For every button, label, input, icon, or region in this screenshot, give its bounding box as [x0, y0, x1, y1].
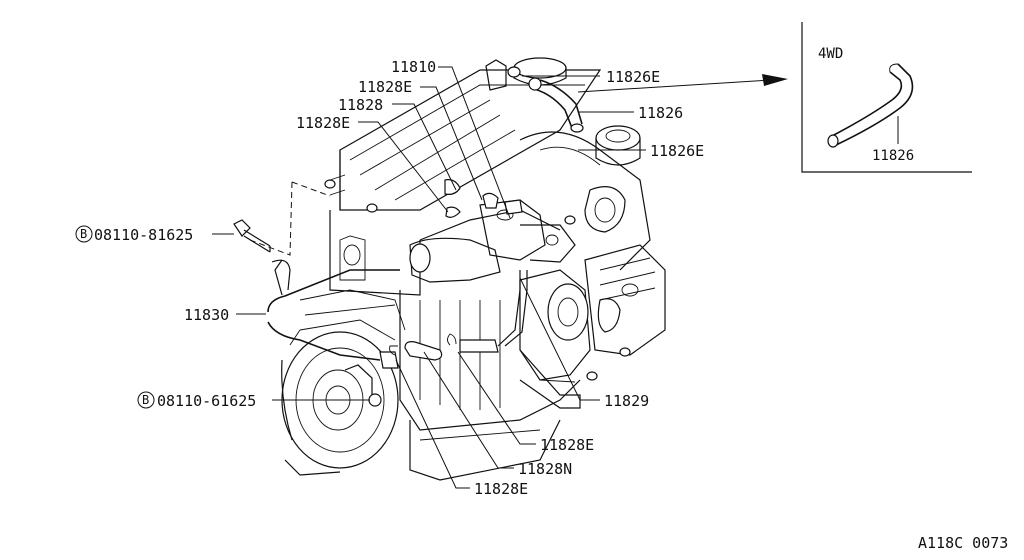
label-11830: 11830: [184, 306, 229, 324]
inset-label: 4WD: [818, 46, 843, 62]
label-bolt-lower: 08110-61625: [157, 392, 256, 410]
label-11828E-mid: 11828E: [296, 114, 350, 132]
label-11828E-low: 11828E: [540, 436, 594, 454]
label-11810: 11810: [391, 58, 436, 76]
label-11828: 11828: [338, 96, 383, 114]
label-11826: 11826: [638, 104, 683, 122]
bolt-symbol-lower: B: [142, 393, 149, 407]
bolt-symbol-upper-icon: [75, 225, 93, 243]
inset-part-11826: 11826: [872, 148, 914, 164]
document-code: A118C 0073: [918, 534, 1008, 552]
label-bolt-upper: 08110-81625: [94, 226, 193, 244]
label-11828E-bottom: 11828E: [474, 480, 528, 498]
label-11829: 11829: [604, 392, 649, 410]
label-11826E-top: 11826E: [606, 68, 660, 86]
inset-4wd: 4WD 11826: [801, 22, 972, 173]
label-11828N: 11828N: [518, 460, 572, 478]
arrow-head-icon: [762, 74, 788, 86]
label-11828E-top: 11828E: [358, 78, 412, 96]
part-labels: 11810 11828E 11828 11828E 11826E 11826 1…: [75, 58, 1008, 552]
bolt-symbol-upper: B: [80, 227, 87, 241]
bolt-symbol-lower-icon: [137, 391, 155, 409]
label-11826E-right: 11826E: [650, 142, 704, 160]
upper-bolt-drawing: [233, 219, 271, 253]
leader-lines: [212, 66, 788, 489]
